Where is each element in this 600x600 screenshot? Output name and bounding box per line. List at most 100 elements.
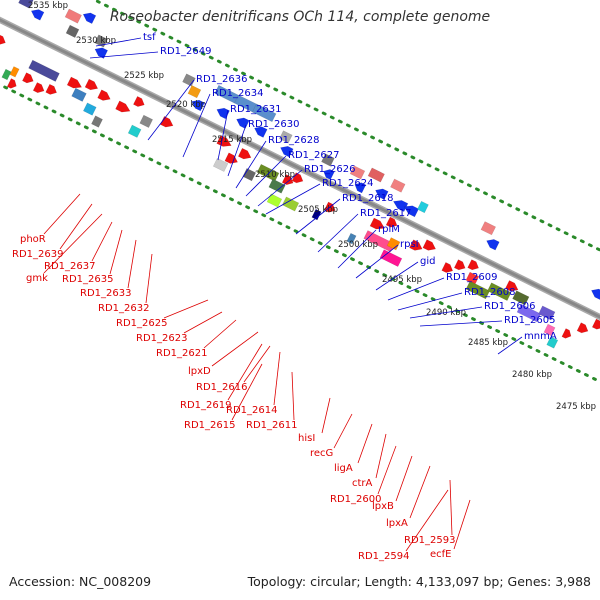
reverse-label-leader bbox=[95, 37, 142, 47]
scale-tick-label: 2490 kbp bbox=[426, 308, 466, 318]
reverse-label-leader bbox=[375, 261, 419, 291]
forward-gene-label: ctrA bbox=[352, 478, 373, 489]
reverse-gene-arrow bbox=[30, 9, 45, 21]
reverse-label-leader bbox=[89, 51, 159, 59]
reverse-gene-label: RD1_2605 bbox=[504, 315, 555, 326]
forward-gene-label: lpxA bbox=[386, 518, 408, 529]
forward-gene-arrow bbox=[22, 72, 34, 84]
forward-gene-arrow bbox=[409, 239, 423, 251]
forward-gene-box bbox=[346, 232, 357, 245]
reverse-gene-label: RD1_2628 bbox=[268, 135, 319, 146]
reverse-gene-label: RD1_2606 bbox=[484, 301, 535, 312]
reverse-gene-arrow bbox=[354, 182, 367, 194]
forward-gene-arrow bbox=[159, 116, 174, 128]
forward-gene-arrow bbox=[224, 152, 238, 164]
reverse-gene-arrow bbox=[280, 146, 294, 158]
backbone-line bbox=[0, 18, 600, 319]
reverse-gene-label: rpsI bbox=[400, 239, 419, 250]
reverse-gene-arrow bbox=[375, 188, 389, 200]
forward-label-leader bbox=[409, 465, 431, 519]
forward-gene-arrow bbox=[133, 96, 145, 107]
reverse-gene-box bbox=[187, 85, 202, 99]
feature-group bbox=[0, 0, 600, 349]
forward-gene-arrow bbox=[32, 82, 45, 94]
reverse-gene-label: gid bbox=[420, 256, 435, 267]
forward-label-leader bbox=[43, 213, 103, 274]
forward-gene-label: recG bbox=[310, 448, 333, 459]
scale-tick-label: 2500 kbp bbox=[338, 240, 378, 250]
forward-label-leader bbox=[211, 331, 259, 367]
forward-gene-label: lpxB bbox=[372, 501, 394, 512]
reverse-gene-box bbox=[321, 153, 335, 167]
forward-gene-label: RD1_2600 bbox=[330, 494, 381, 505]
forward-gene-arrow bbox=[467, 259, 479, 271]
forward-gene-label: ligA bbox=[334, 463, 353, 474]
scale-tick-label: 2505 kbp bbox=[298, 205, 338, 215]
reverse-label-leader bbox=[337, 229, 377, 269]
inner-dotted-line bbox=[0, 83, 600, 384]
reverse-gene-label: RD1_2631 bbox=[230, 104, 281, 115]
scale-tick-label: 2475 kbp bbox=[556, 402, 596, 412]
forward-gene-label: RD1_2621 bbox=[156, 348, 207, 359]
reverse-gene-arrow bbox=[591, 288, 600, 301]
forward-gene-box bbox=[71, 87, 87, 102]
forward-gene-box bbox=[538, 305, 556, 321]
forward-gene-arrow bbox=[6, 78, 17, 89]
reverse-gene-label: RD1_2609 bbox=[446, 272, 497, 283]
forward-gene-box bbox=[212, 157, 229, 172]
forward-gene-box bbox=[281, 196, 300, 212]
forward-gene-arrow bbox=[504, 280, 519, 292]
forward-gene-arrow bbox=[66, 76, 83, 89]
forward-label-leader bbox=[453, 499, 471, 550]
reverse-gene-label: rplM bbox=[378, 224, 400, 235]
forward-label-leader bbox=[43, 193, 81, 235]
reverse-gene-arrow bbox=[403, 205, 420, 218]
reverse-gene-box bbox=[18, 0, 34, 9]
forward-gene-arrow bbox=[115, 100, 131, 113]
reverse-gene-arrow bbox=[486, 239, 500, 251]
reverse-label-leader bbox=[295, 198, 341, 235]
reverse-gene-box bbox=[417, 200, 429, 214]
reverse-gene-label: RD1_2618 bbox=[342, 193, 393, 204]
reverse-label-leader bbox=[419, 320, 503, 327]
scale-tick-label: 2480 kbp bbox=[512, 370, 552, 380]
forward-gene-box bbox=[546, 336, 559, 349]
forward-gene-arrow bbox=[576, 322, 589, 334]
reverse-label-leader bbox=[227, 124, 247, 177]
forward-gene-box bbox=[543, 323, 556, 337]
scale-tick-label: 2530 kbp bbox=[76, 36, 116, 46]
forward-label-leader bbox=[377, 445, 397, 495]
forward-label-leader bbox=[333, 413, 353, 449]
forward-gene-box bbox=[516, 303, 542, 323]
reverse-gene-label: RD1_2630 bbox=[248, 119, 299, 130]
forward-gene-label: RD1_2639 bbox=[12, 249, 63, 260]
forward-gene-box bbox=[386, 237, 401, 251]
forward-gene-arrow bbox=[453, 259, 466, 271]
reverse-gene-label: RD1_2634 bbox=[212, 88, 263, 99]
forward-label-leader bbox=[163, 299, 209, 319]
forward-label-leader bbox=[375, 433, 387, 479]
forward-gene-arrow bbox=[84, 78, 99, 91]
forward-gene-arrow bbox=[281, 174, 294, 186]
forward-gene-arrow bbox=[441, 262, 454, 273]
forward-gene-box bbox=[266, 193, 283, 208]
forward-gene-label: RD1_2615 bbox=[184, 420, 235, 431]
scale-tick-label: 2495 kbp bbox=[382, 275, 422, 285]
reverse-gene-label: mnmA bbox=[524, 331, 557, 342]
reverse-gene-label: RD1_2627 bbox=[288, 150, 339, 161]
reverse-gene-arrow bbox=[392, 200, 409, 212]
forward-gene-box bbox=[91, 115, 103, 128]
forward-gene-arrow bbox=[237, 147, 252, 160]
genome-summary-text: Topology: circular; Length: 4,133,097 bp… bbox=[247, 574, 591, 589]
forward-label-leader bbox=[127, 239, 137, 289]
forward-gene-label: RD1_2632 bbox=[98, 303, 149, 314]
outer-dotted-line bbox=[91, 0, 600, 252]
reverse-gene-label: tsf bbox=[143, 32, 156, 43]
reverse-label-leader bbox=[409, 306, 483, 319]
forward-gene-arrow bbox=[385, 216, 398, 228]
reverse-gene-label: RD1_2608 bbox=[464, 287, 515, 298]
scale-tick-label: 2510 kbp bbox=[255, 170, 295, 180]
forward-gene-label: RD1_2593 bbox=[404, 535, 455, 546]
